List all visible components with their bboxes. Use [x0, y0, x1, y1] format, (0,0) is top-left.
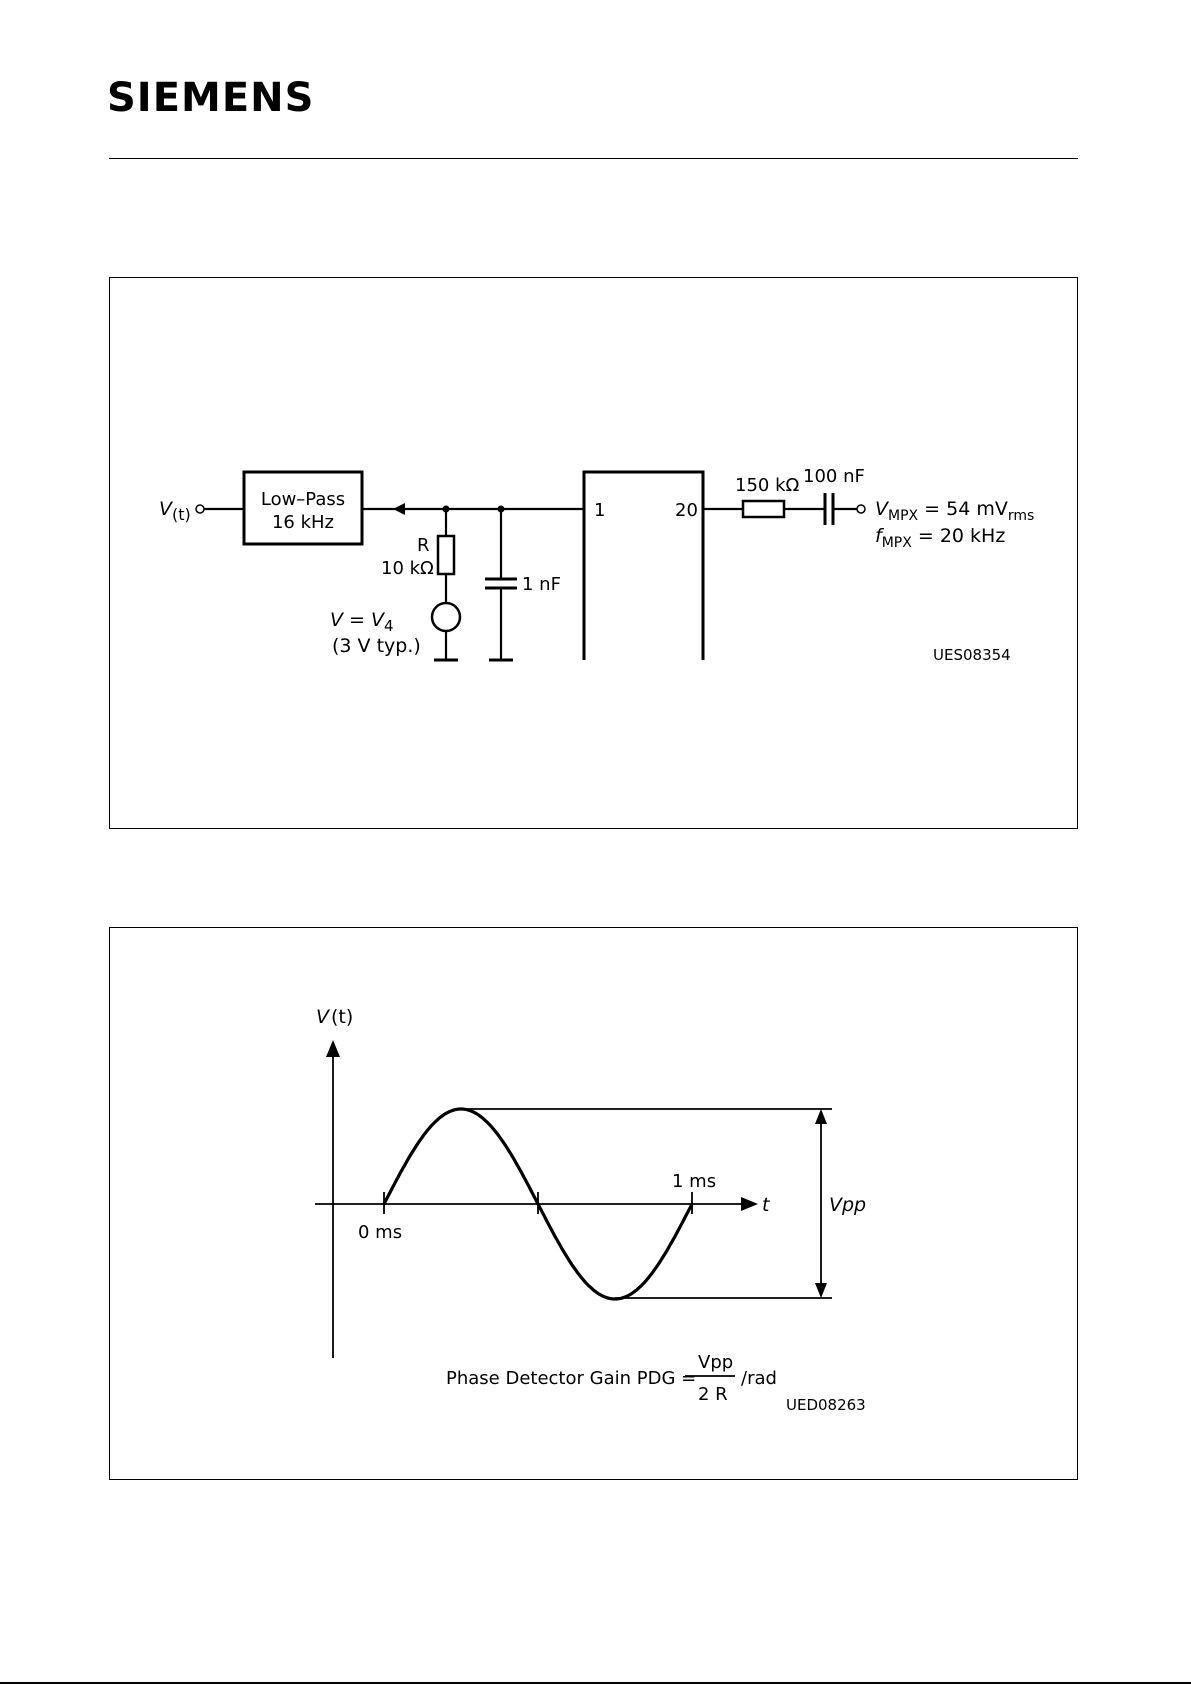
series-resistor-label: 150 kΩ — [735, 475, 800, 496]
fmpx-label: fMPX = 20 kHz — [875, 525, 1005, 551]
lowpass-label-line2: 16 kHz — [272, 512, 334, 533]
resistor-value-label: 10 kΩ — [381, 558, 434, 579]
output-terminal — [857, 505, 865, 513]
source-typ-label: (3 V typ.) — [332, 635, 421, 657]
source-label: V = V4 — [330, 609, 394, 635]
resistor-r-symbol — [438, 536, 454, 574]
input-label: V(t) — [159, 498, 191, 524]
voltage-source-symbol — [432, 603, 460, 631]
figure-code-1: UES08354 — [933, 646, 1011, 664]
series-capacitor-label: 100 nF — [803, 466, 865, 487]
lowpass-label-line1: Low–Pass — [261, 489, 345, 510]
signal-arrow — [393, 503, 405, 515]
input-terminal — [196, 505, 204, 513]
resistor-r-label: R — [417, 535, 430, 556]
footer-rule — [0, 1682, 1191, 1684]
vmpx-label: VMPX = 54 mVrms — [875, 498, 1034, 524]
waveform-figure-frame — [109, 927, 1078, 1480]
capacitor-value-label: 1 nF — [522, 574, 561, 595]
pin-20-label: 20 — [675, 500, 698, 521]
pin-1-label: 1 — [594, 500, 605, 521]
series-resistor-symbol — [743, 501, 784, 517]
